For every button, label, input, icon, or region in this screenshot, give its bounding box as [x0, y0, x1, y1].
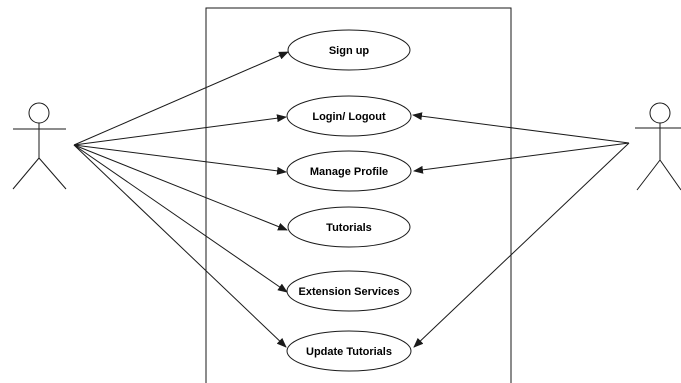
association-lines	[73, 51, 630, 348]
system-boundary	[205, 7, 512, 383]
left-actor-head	[28, 102, 50, 124]
use-case-tutorials: Tutorials	[287, 206, 411, 248]
association-arrow-left-actor-to-login-logout	[73, 114, 287, 146]
use-case-label: Manage Profile	[310, 166, 388, 178]
association-arrow-left-actor-to-update-tutorials	[73, 144, 287, 348]
association-arrow-left-actor-to-sign-up	[73, 51, 289, 146]
use-case-label: Extension Services	[299, 286, 400, 298]
use-case-ellipse	[286, 330, 412, 372]
use-case-ellipse	[286, 95, 412, 137]
right-actor-right-leg	[659, 159, 681, 191]
use-case-update-tutorials: Update Tutorials	[286, 330, 412, 372]
use-case-ellipse	[286, 270, 412, 312]
right-actor-left-leg	[636, 159, 661, 191]
left-actor	[12, 102, 67, 190]
left-actor-right-leg	[38, 157, 67, 190]
use-case-label: Tutorials	[326, 222, 372, 234]
use-case-ellipse	[287, 206, 411, 248]
use-case-extension-services: Extension Services	[286, 270, 412, 312]
use-case-label: Sign up	[329, 45, 370, 57]
association-arrow-right-actor-to-manage-profile	[413, 142, 630, 174]
use-case-label: Update Tutorials	[306, 346, 392, 358]
right-actor	[635, 102, 681, 191]
use-case-ellipse	[286, 150, 412, 192]
use-case-label: Login/ Logout	[312, 111, 386, 123]
association-arrow-left-actor-to-tutorials	[73, 144, 288, 231]
left-actor-left-leg	[12, 157, 40, 190]
right-actor-head	[649, 102, 671, 124]
association-arrow-right-actor-to-update-tutorials	[413, 142, 630, 348]
association-arrow-left-actor-to-extension-services	[73, 144, 288, 293]
association-arrow-right-actor-to-login-logout	[412, 112, 630, 144]
use-case-sign-up: Sign up	[287, 29, 411, 71]
use-case-manage-profile: Manage Profile	[286, 150, 412, 192]
use-case-ellipse	[287, 29, 411, 71]
use-case-login-logout: Login/ Logout	[286, 95, 412, 137]
association-arrow-left-actor-to-manage-profile	[73, 144, 287, 175]
